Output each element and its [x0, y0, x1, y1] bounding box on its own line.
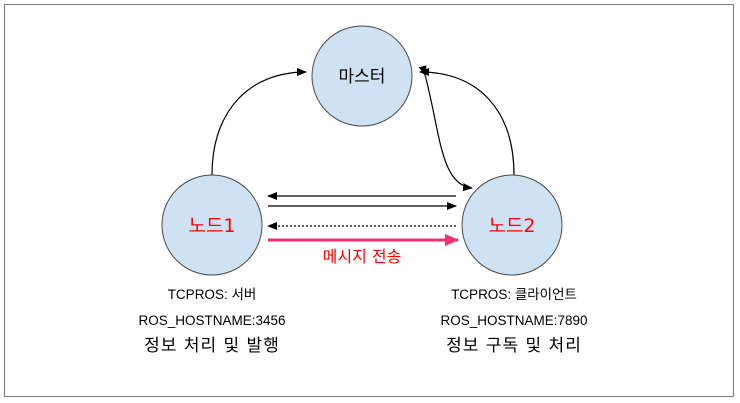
node2-to-master-arrow	[419, 68, 515, 176]
node1-description: 정보 처리 및 발행	[144, 336, 280, 356]
node1-protocol: TCPROS: 서버	[168, 287, 257, 302]
node2	[461, 174, 563, 276]
node1-label: 노드1	[188, 215, 235, 237]
master-label: 마스터	[339, 67, 386, 87]
message-transfer-label: 메시지 전송	[323, 247, 402, 266]
master-node2-bidirectional-arrow	[418, 65, 473, 192]
node2-hostname: ROS_HOSTNAME:7890	[440, 313, 587, 328]
node1-to-master-arrow	[211, 68, 307, 176]
node1-hostname: ROS_HOSTNAME:3456	[138, 313, 285, 328]
node2-protocol: TCPROS: 클라이언트	[451, 287, 577, 302]
node2-label: 노드2	[488, 215, 535, 237]
node1	[161, 174, 263, 276]
master-node	[311, 25, 413, 127]
node2-description: 정보 구독 및 처리	[446, 336, 582, 356]
